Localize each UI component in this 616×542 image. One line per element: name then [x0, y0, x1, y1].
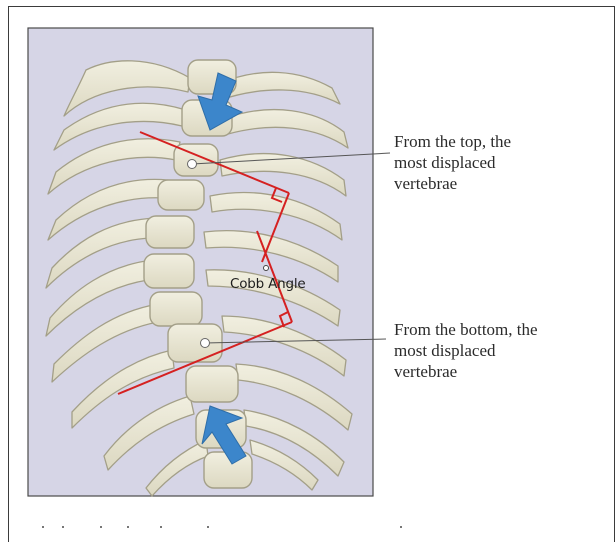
scan-speck [207, 526, 209, 528]
callout-bottom-label: From the bottom, the most displaced vert… [394, 319, 609, 382]
scan-speck [160, 526, 162, 528]
vertebra [146, 216, 194, 248]
marker-top-vertebra [188, 160, 197, 169]
vertebra [150, 292, 202, 326]
scan-speck [100, 526, 102, 528]
vertebra [158, 180, 204, 210]
vertebra [186, 366, 238, 402]
callout-top-label: From the top, the most displaced vertebr… [394, 131, 604, 194]
scan-speck [400, 526, 402, 528]
vertebra [144, 254, 194, 288]
scan-speck [42, 526, 44, 528]
marker-bottom-vertebra [201, 339, 210, 348]
angle-vertex [264, 266, 269, 271]
scan-speck [62, 526, 64, 528]
cobb-angle-label: Cobb Angle [230, 276, 306, 292]
scan-speck [127, 526, 129, 528]
